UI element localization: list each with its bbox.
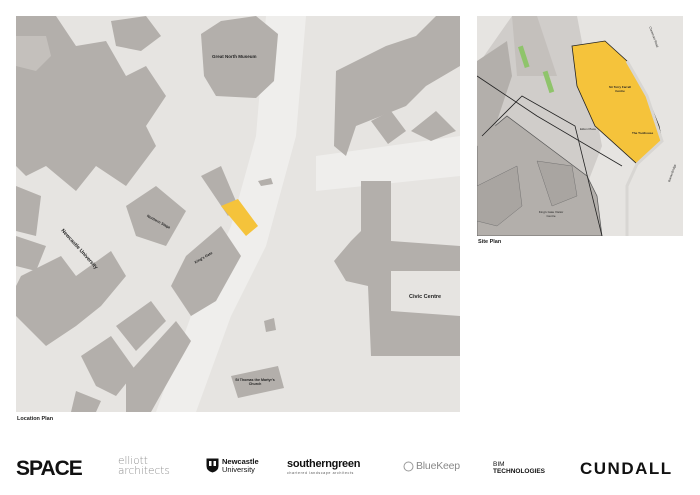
label-st-thomas: St Thomas the Martyr's Church <box>235 378 275 387</box>
site-plan-map: Sir Terry Farrell Centre The Toolhouse E… <box>477 16 683 236</box>
label-eldon-place: Eldon Place <box>580 127 597 131</box>
partner-logos: SPACE elliott architects Newcastle Unive… <box>0 452 700 488</box>
newcastle-university-logo: Newcastle University <box>206 458 259 473</box>
bim-line2: TECHNOLOGIES <box>493 468 546 475</box>
cundall-logo: CUNDALL <box>580 459 673 478</box>
southerngreen-name: southerngreen <box>287 458 361 470</box>
label-kings-gate-visitor: King's Gate Visitor Centre <box>538 210 564 218</box>
elliott-line1: elliott <box>118 455 148 467</box>
green-strips <box>518 45 555 94</box>
bim-technologies-logo: BIM TECHNOLOGIES <box>493 461 545 475</box>
southerngreen-sub: chartered landscape architects <box>287 471 354 475</box>
label-great-north-museum: Great North Museum <box>212 54 257 59</box>
site-highlight <box>221 199 258 236</box>
elliott-line2: architects <box>118 465 170 477</box>
bim-line1: BIM <box>493 461 505 468</box>
location-plan-caption: Location Plan <box>17 416 54 422</box>
site-plan-drawing <box>477 16 664 236</box>
label-sir-terry-farrell: Sir Terry Farrell Centre <box>608 85 632 93</box>
ring-icon <box>403 461 414 471</box>
buildings <box>16 16 460 412</box>
location-plan-drawing <box>16 16 460 412</box>
ncl-line2: University <box>222 464 255 474</box>
southerngreen-logo: southerngreen chartered landscape archit… <box>287 458 361 476</box>
label-civic-centre: Civic Centre <box>409 294 442 300</box>
space-logo: SPACE <box>16 457 83 480</box>
site-plan-caption: Site Plan <box>478 239 502 245</box>
label-the-toolhouse: The Toolhouse <box>632 131 654 135</box>
bluekeep-logo: BlueKeep <box>403 460 460 472</box>
bluekeep-name: BlueKeep <box>416 460 460 472</box>
crest-icon <box>206 458 219 473</box>
elliott-architects-logo: elliott architects <box>118 455 170 477</box>
ncl-line1: Newcastle <box>222 457 259 466</box>
location-plan-map: Great North Museum Newcastle University … <box>16 16 460 412</box>
site-buildings <box>477 41 603 236</box>
